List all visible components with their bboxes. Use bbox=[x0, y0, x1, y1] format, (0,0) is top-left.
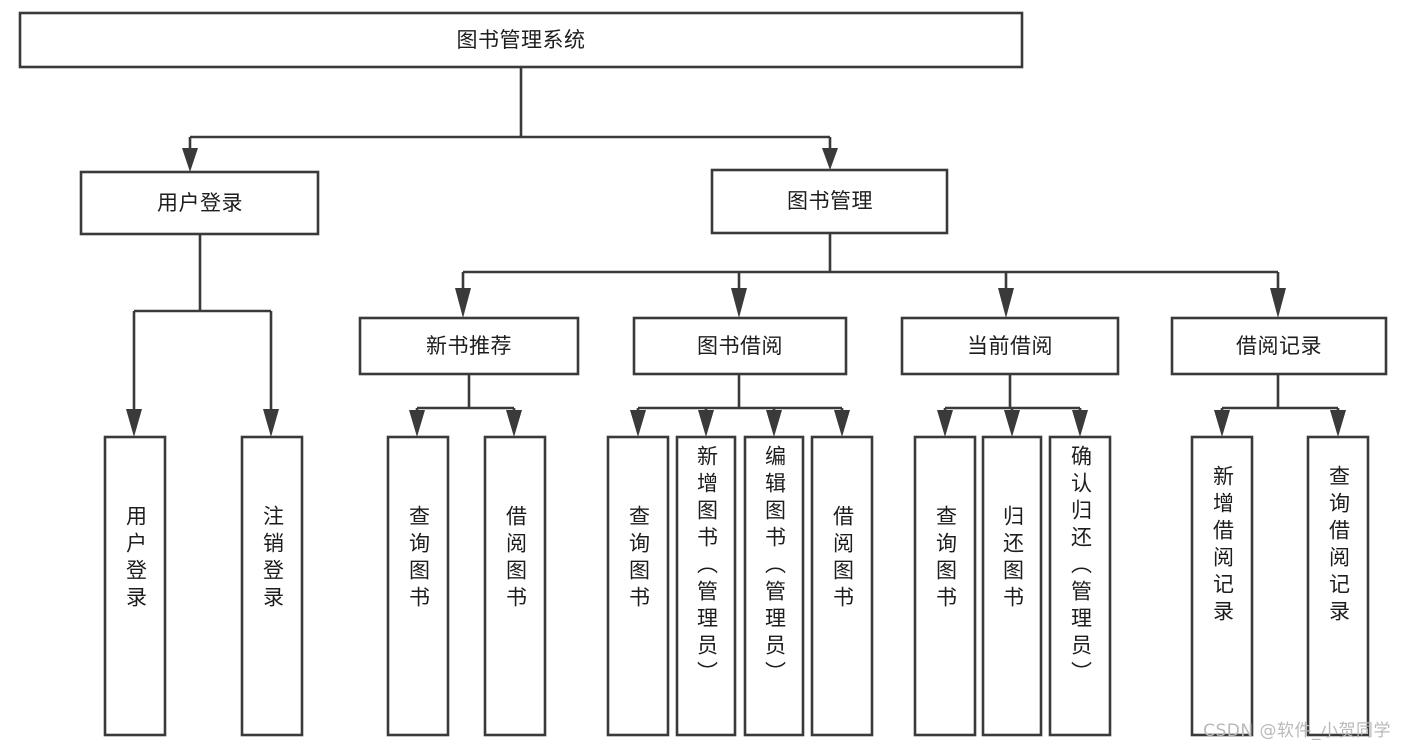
arrow-head-leaf-query-book-3 bbox=[937, 410, 953, 437]
arrow-head-leaf-query-record bbox=[1330, 410, 1346, 437]
connector-group-book-borrow bbox=[630, 374, 850, 437]
label-title: 图书管理系统 bbox=[457, 28, 586, 52]
arrow-head-leaf-edit-book bbox=[766, 410, 782, 437]
arrow-head-book-management bbox=[822, 148, 838, 170]
node-box-leaf-user-login[interactable] bbox=[103, 435, 167, 737]
arrow-head-leaf-return-book bbox=[1004, 410, 1020, 437]
node-box-leaf-query-book-1[interactable] bbox=[386, 435, 450, 737]
connector-group-root bbox=[182, 67, 838, 172]
arrow-head-leaf-confirm-return bbox=[1072, 410, 1088, 437]
arrow-head-leaf-add-record bbox=[1214, 410, 1230, 437]
arrow-head-leaf-borrow-book-1 bbox=[506, 410, 522, 437]
label-user-login: 用户登录 bbox=[157, 191, 243, 215]
arrow-head-book-borrow bbox=[731, 288, 747, 318]
node-box-leaf-edit-book[interactable] bbox=[743, 435, 805, 737]
arrow-head-leaf-borrow-book-2 bbox=[834, 410, 850, 437]
node-box-leaf-query-book-2[interactable] bbox=[606, 435, 670, 737]
node-box-leaf-query-book-3[interactable] bbox=[913, 435, 977, 737]
node-box-leaf-query-record[interactable] bbox=[1306, 435, 1370, 737]
label-new-book-recommend: 新书推荐 bbox=[426, 334, 512, 358]
node-box-leaf-logout[interactable] bbox=[240, 435, 304, 737]
connector-group-book-management bbox=[455, 233, 1286, 318]
node-box-leaf-add-book[interactable] bbox=[675, 435, 737, 737]
arrow-head-user-login bbox=[182, 148, 198, 172]
node-box-leaf-confirm-return[interactable] bbox=[1048, 435, 1112, 737]
arrow-head-leaf-user-login bbox=[126, 409, 142, 437]
node-box-book-borrow[interactable] bbox=[632, 316, 848, 376]
arrow-head-leaf-add-book bbox=[698, 410, 714, 437]
node-box-leaf-return-book[interactable] bbox=[981, 435, 1043, 737]
label-book-management: 图书管理 bbox=[787, 189, 873, 213]
node-box-leaf-borrow-book-1[interactable] bbox=[483, 435, 547, 737]
node-box-leaf-borrow-book-2[interactable] bbox=[810, 435, 874, 737]
arrow-head-leaf-logout bbox=[263, 409, 279, 437]
arrow-head-borrow-record bbox=[1270, 288, 1286, 318]
node-box-new-book-recommend[interactable] bbox=[358, 316, 580, 376]
node-box-leaf-add-record[interactable] bbox=[1190, 435, 1254, 737]
node-box-book-management[interactable] bbox=[710, 168, 949, 235]
connector-group-user-login bbox=[126, 234, 279, 437]
arrow-head-leaf-query-book-2 bbox=[630, 410, 646, 437]
node-box-title[interactable] bbox=[18, 11, 1024, 69]
label-current-borrow: 当前借阅 bbox=[967, 334, 1053, 358]
connector-group-current-borrow bbox=[937, 374, 1088, 437]
label-borrow-record: 借阅记录 bbox=[1236, 334, 1322, 358]
arrow-head-leaf-query-book-1 bbox=[409, 410, 425, 437]
arrow-head-new-book-recommend bbox=[455, 288, 471, 318]
arrow-head-current-borrow bbox=[998, 288, 1014, 318]
node-box-current-borrow[interactable] bbox=[900, 316, 1120, 376]
label-book-borrow: 图书借阅 bbox=[697, 334, 783, 358]
connector-group-new-book-recommend bbox=[409, 374, 522, 437]
node-box-borrow-record[interactable] bbox=[1170, 316, 1388, 376]
node-box-user-login[interactable] bbox=[79, 170, 320, 236]
connector-group-borrow-record bbox=[1214, 374, 1346, 437]
watermark: CSDN @软件_小贺同学 bbox=[1203, 721, 1391, 741]
